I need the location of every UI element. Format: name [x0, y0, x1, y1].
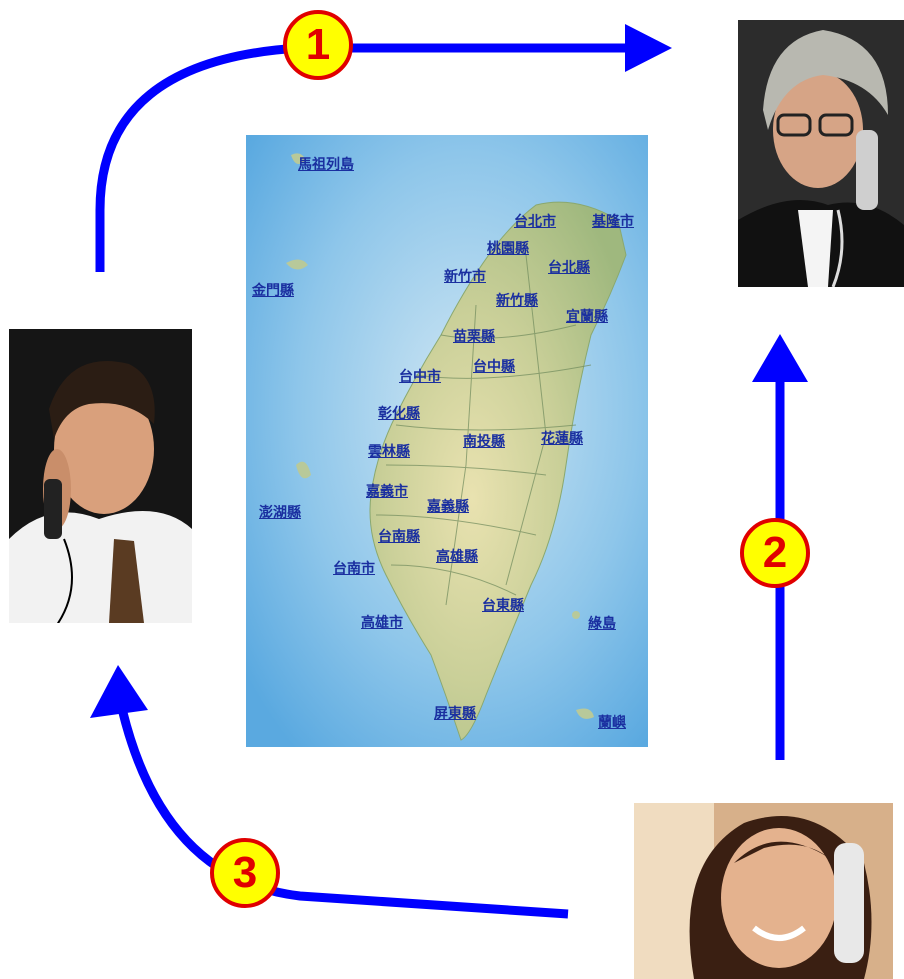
map-label-changhua[interactable]: 彰化縣: [378, 406, 420, 422]
map-label-kaohsiung-city[interactable]: 高雄市: [361, 615, 403, 631]
map-label-tainan-county[interactable]: 台南縣: [378, 529, 420, 545]
map-label-penghu[interactable]: 澎湖縣: [259, 505, 301, 521]
smiling-woman-on-phone-photo: [634, 803, 893, 979]
older-woman-on-phone-photo: [738, 20, 904, 287]
map-label-taitung[interactable]: 台東縣: [482, 598, 524, 614]
map-label-yilan[interactable]: 宜蘭縣: [566, 309, 608, 325]
map-label-green-island[interactable]: 綠島: [588, 616, 616, 632]
man-on-phone-photo: [9, 329, 192, 623]
map-label-hsinchu-county[interactable]: 新竹縣: [496, 293, 538, 309]
map-label-taoyuan[interactable]: 桃園縣: [487, 241, 529, 257]
map-label-hsinchu-city[interactable]: 新竹市: [444, 269, 486, 285]
map-label-keelung[interactable]: 基隆市: [592, 214, 634, 230]
map-label-kinmen[interactable]: 金門縣: [252, 283, 294, 299]
map-label-miaoli[interactable]: 苗栗縣: [453, 329, 495, 345]
map-label-hualien[interactable]: 花蓮縣: [541, 431, 583, 447]
map-label-matsu[interactable]: 馬祖列島: [298, 157, 354, 173]
taiwan-map: [246, 135, 648, 747]
step-2-badge: 2: [740, 518, 810, 588]
map-label-taipei-county[interactable]: 台北縣: [548, 260, 590, 276]
map-label-yunlin[interactable]: 雲林縣: [368, 444, 410, 460]
map-label-nantou[interactable]: 南投縣: [463, 434, 505, 450]
map-label-taichung-city[interactable]: 台中市: [399, 369, 441, 385]
step-3-badge: 3: [210, 838, 280, 908]
map-label-taipei-city[interactable]: 台北市: [514, 214, 556, 230]
arrow-3-head: [90, 665, 148, 718]
step-1-badge: 1: [283, 10, 353, 80]
map-label-pingtung[interactable]: 屏東縣: [434, 706, 476, 722]
arrow-1-path: [95, 43, 625, 272]
arrow-2-head: [752, 334, 808, 382]
map-label-orchid-island[interactable]: 蘭嶼: [598, 715, 626, 731]
arrow-1-head: [625, 24, 672, 72]
taiwan-map-graphic: [246, 135, 648, 747]
map-label-tainan-city[interactable]: 台南市: [333, 561, 375, 577]
map-label-chiayi-county[interactable]: 嘉義縣: [427, 499, 469, 515]
map-label-taichung-county[interactable]: 台中縣: [473, 359, 515, 375]
map-label-kaohsiung-county[interactable]: 高雄縣: [436, 549, 478, 565]
arrow-3-path: [115, 699, 569, 919]
map-label-chiayi-city[interactable]: 嘉義市: [366, 484, 408, 500]
